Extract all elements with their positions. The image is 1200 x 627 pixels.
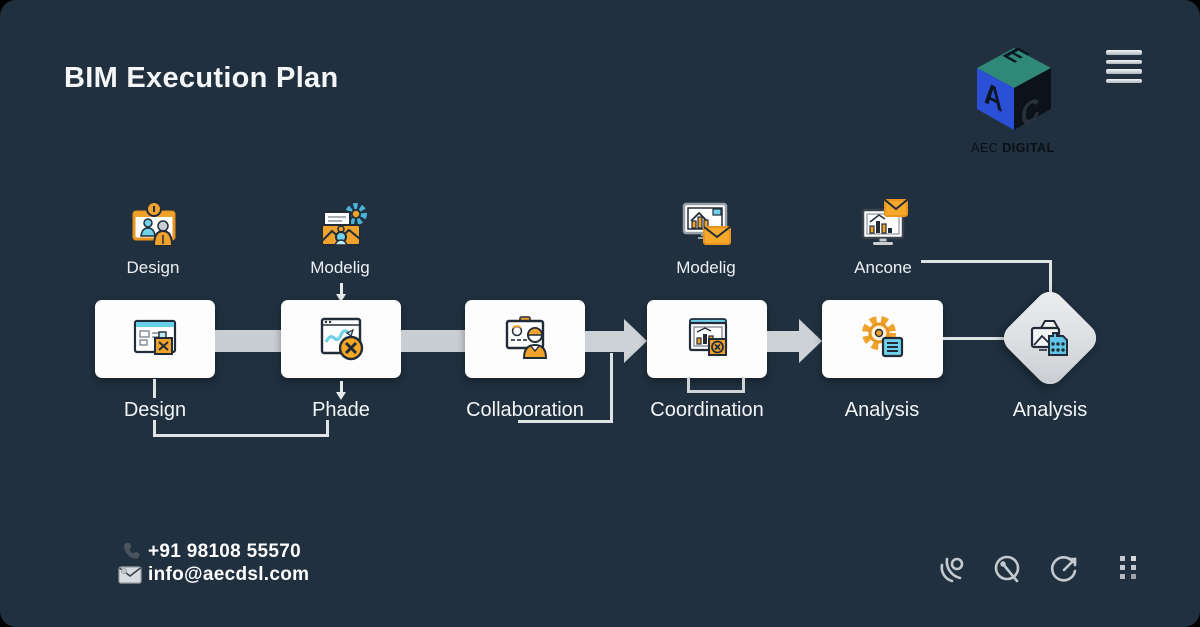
top-item-design <box>124 198 184 263</box>
connector-collaboration-elbow-v <box>610 353 613 423</box>
monitor-chart-envelope-icon <box>682 202 731 245</box>
connector-ancone-vertical <box>1049 260 1052 293</box>
presentation-person-icon <box>505 316 548 359</box>
hamburger-menu-icon[interactable] <box>1106 50 1142 83</box>
top-item-ancone <box>853 196 915 263</box>
step-label-design: Design <box>123 399 187 421</box>
connector-ancone-horizontal <box>921 260 1052 263</box>
flow-step-phade <box>281 300 401 378</box>
logo: E A C AEC DIGITAL <box>971 44 1081 155</box>
folder-gear-icon <box>321 203 367 246</box>
connector-design-box-to-label <box>153 379 156 398</box>
top-label-design: Design <box>126 258 180 277</box>
connector-design-phade-bracket <box>153 420 329 437</box>
step-label-coordination: Coordination <box>650 399 764 421</box>
connector-arrow-3-shaft <box>585 331 625 352</box>
connector-bar-2 <box>401 330 465 352</box>
flow-step-analysis-diamond <box>997 285 1103 391</box>
flow-step-collaboration <box>465 300 585 378</box>
step-label-phade: Phade <box>312 399 370 421</box>
connector-collaboration-elbow-h <box>518 420 613 423</box>
step-label-collaboration: Collaboration <box>466 399 584 421</box>
flow-step-design <box>95 300 215 378</box>
connector-arrow-modelig-to-phade <box>336 283 346 302</box>
monitor-stats-envelope-icon <box>861 199 908 245</box>
top-label-modelig-1: Modelig <box>310 258 370 277</box>
top-item-modelig-1 <box>310 200 372 267</box>
refresh-export-icon[interactable] <box>1046 552 1082 588</box>
phone-icon <box>124 543 140 559</box>
step-label-analysis-2: Analysis <box>1012 399 1088 421</box>
connector-arrow-3-head <box>624 319 647 363</box>
email-address: info@aecdsl.com <box>148 564 310 585</box>
presentation-people-icon <box>132 201 176 247</box>
page-title: BIM Execution Plan <box>64 62 339 94</box>
sketch-window-error-icon <box>320 317 364 361</box>
orbit-icon[interactable] <box>934 552 970 588</box>
gauge-pointer-icon[interactable] <box>990 552 1026 588</box>
svg-text:C: C <box>1021 90 1040 132</box>
top-label-ancone: Ancone <box>854 258 912 277</box>
wireframe-window-icon <box>133 319 177 355</box>
gear-document-icon <box>861 316 903 358</box>
connector-arrow-phade-label <box>336 381 346 400</box>
logo-cube-icon: E A C <box>977 44 1051 135</box>
flow-step-analysis-box <box>822 300 943 378</box>
envelope-icon <box>118 566 142 584</box>
chart-window-error-icon <box>688 318 728 356</box>
grid-dots-icon[interactable] <box>1113 553 1145 585</box>
phone-number: +91 98108 55570 <box>148 541 301 562</box>
step-label-analysis-1: Analysis <box>844 399 920 421</box>
connector-arrow-4-shaft <box>767 331 800 352</box>
connector-arrow-4-head <box>799 319 822 363</box>
svg-text:A: A <box>984 74 1003 119</box>
portfolio-calendar-icon <box>1030 320 1068 356</box>
connector-coordination-stand <box>687 377 745 393</box>
top-label-modelig-2: Modelig <box>676 258 736 277</box>
flow-step-coordination <box>647 300 767 378</box>
connector-analysis-diamond <box>943 337 1005 340</box>
connector-bar-1 <box>215 330 281 352</box>
logo-caption-aec: AEC <box>971 141 999 155</box>
top-item-modelig-2 <box>676 196 738 263</box>
logo-caption-digital: DIGITAL <box>1002 141 1055 155</box>
